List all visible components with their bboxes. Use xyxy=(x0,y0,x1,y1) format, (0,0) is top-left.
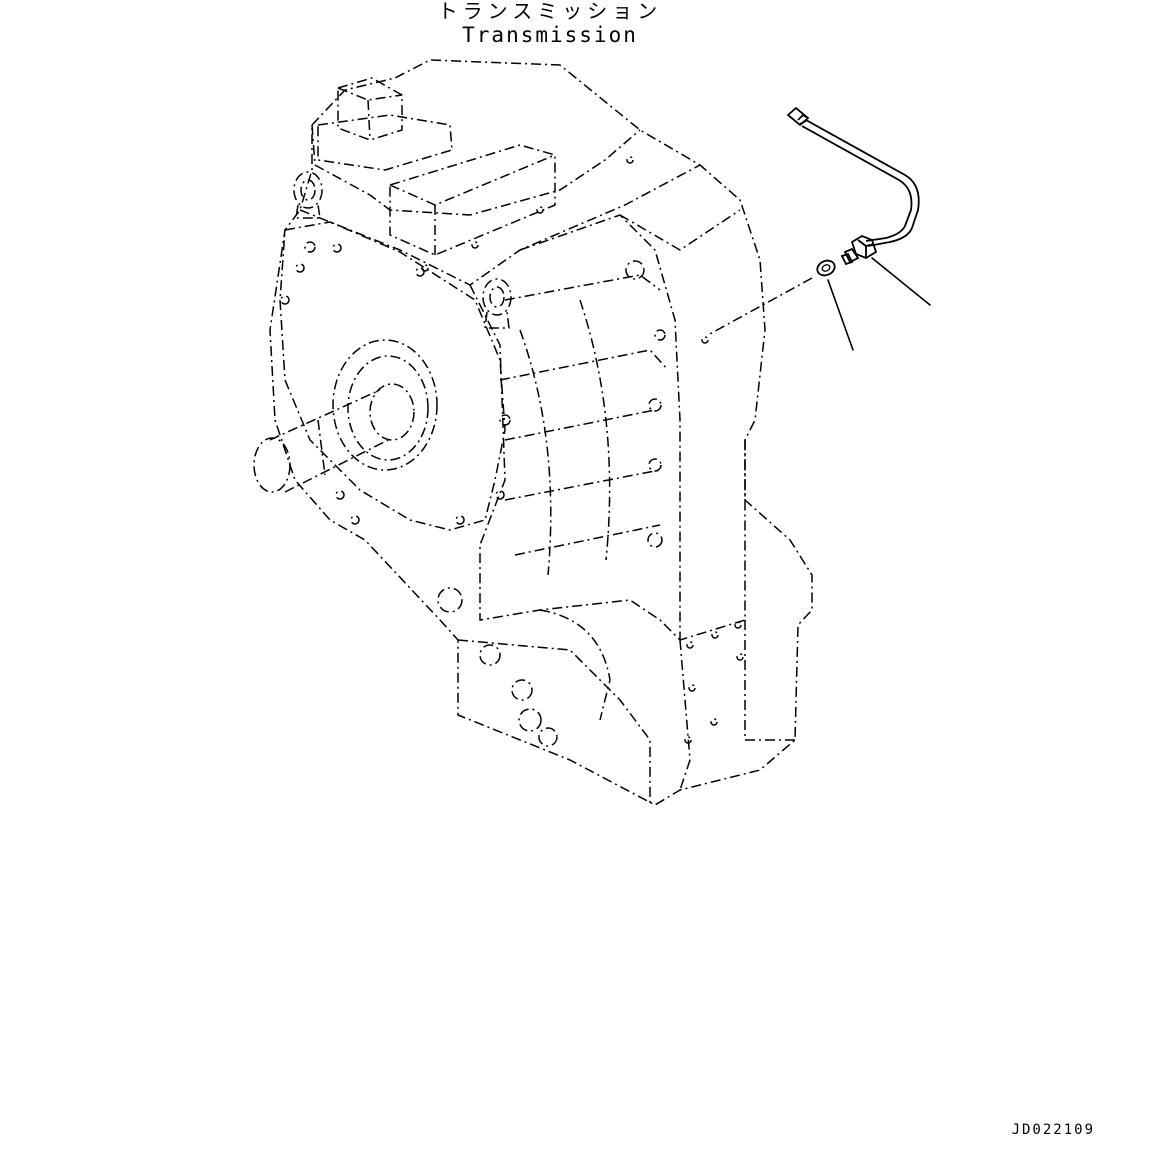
title-japanese: トランスミッション xyxy=(437,0,663,23)
pressure-sensor-icon xyxy=(786,106,920,266)
drawing-code: JD022109 xyxy=(1011,1122,1095,1138)
transmission-housing-icon xyxy=(269,59,813,806)
leader-line-washer xyxy=(827,279,854,351)
input-shaft-icon xyxy=(253,339,438,493)
washer-icon xyxy=(816,259,836,277)
leader-line-sensor xyxy=(871,257,931,306)
lifting-eye-icon xyxy=(293,171,512,329)
title-english: Transmission xyxy=(462,23,638,47)
installation-centerline xyxy=(707,277,813,336)
bolt-holes xyxy=(280,156,744,747)
